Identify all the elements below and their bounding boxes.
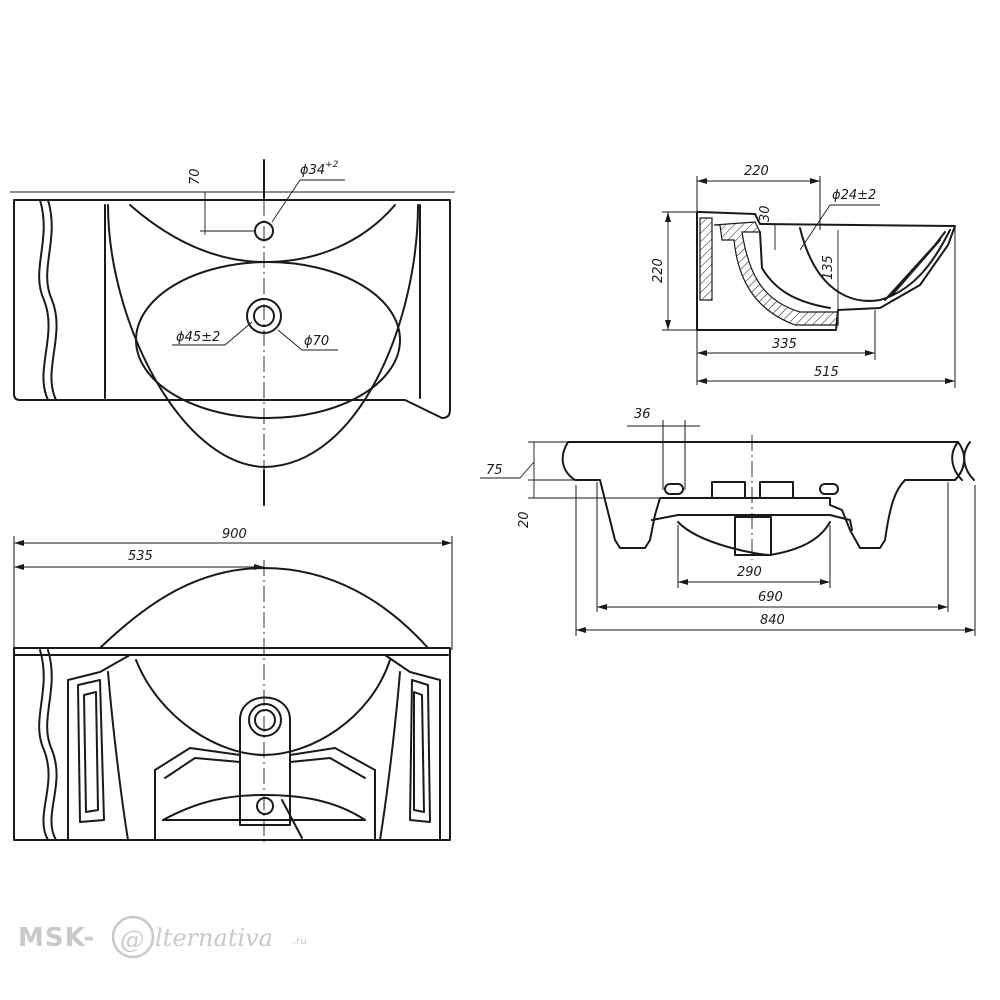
tap-hole-diameter-label: ϕ34+2: [300, 160, 339, 178]
front-break-line-2: [963, 441, 975, 481]
underside-ridge: [651, 514, 853, 531]
slot-height-label: 20: [517, 511, 532, 528]
break-line-left-inner: [38, 199, 50, 401]
front-lip-inner: [891, 239, 941, 296]
right-fixing-slot: [819, 483, 839, 495]
basin-bowl: [135, 261, 401, 419]
tap-hole-offset-label: 70: [188, 168, 203, 185]
rim-height-label: 75: [486, 463, 503, 478]
arrow-height-top: [665, 212, 671, 222]
top-depth-label: 220: [744, 164, 769, 179]
drain-outer-diameter-label: ϕ70: [304, 334, 329, 349]
arrow-depth-left: [697, 178, 707, 184]
left-slot-inner: [83, 691, 99, 813]
watermark-at-ring: [111, 915, 155, 959]
arrow-inner-left: [678, 579, 688, 585]
arrow-overall-left: [697, 378, 707, 384]
arrow-base-left: [576, 627, 586, 633]
section-view: 220 ϕ24±2 30 220 135 335 515: [651, 164, 956, 388]
front-view: 36 75 20 290 690: [480, 407, 976, 636]
section-outline: [696, 211, 956, 331]
basin-outline: [13, 199, 451, 419]
arrow-support-left: [597, 604, 607, 610]
left-support-curve: [107, 671, 129, 841]
front-lip: [884, 231, 946, 301]
break-line-left: [46, 199, 58, 401]
inner-wall-lines: [154, 769, 376, 841]
bowl-wall-section: [713, 221, 839, 326]
arrow-support-right: [938, 604, 948, 610]
left-slot: [77, 679, 105, 823]
tap-deck-curve: [129, 204, 396, 263]
drain-outer-leader: [277, 329, 303, 351]
right-pedestal: [384, 654, 441, 841]
arrow-offset-left: [14, 564, 24, 570]
base-width-label: 840: [760, 613, 785, 628]
arrow-bowl-right: [865, 350, 875, 356]
overall-depth-label: 515: [814, 365, 839, 380]
bowl-depth-label: 135: [821, 255, 836, 280]
front-outline: [561, 441, 966, 549]
tap-hole-underside: [256, 797, 274, 815]
arrow-right: [442, 540, 452, 546]
arrow-overall-right: [945, 378, 955, 384]
inner-width-label: 290: [737, 565, 762, 580]
right-slot-inner: [413, 691, 425, 813]
inner-top-edge-2: [164, 757, 366, 779]
arrow-depth-right: [810, 178, 820, 184]
break-line-bottom-inner: [38, 649, 50, 841]
right-support-curve: [379, 671, 401, 841]
center-offset-label: 535: [128, 549, 153, 564]
watermark: MSK- @ lternativa .ru: [18, 915, 307, 959]
left-tap-pillar: [711, 481, 746, 499]
drain-boss-inner: [254, 709, 276, 731]
leg-width-label: 36: [634, 407, 651, 422]
watermark-suffix: lternativa: [155, 924, 273, 952]
overflow-diameter-label: ϕ24±2: [832, 188, 876, 203]
top-view: 70 ϕ34+2 ϕ45±2 ϕ70: [10, 159, 455, 506]
left-pedestal: [67, 654, 131, 841]
bottom-outline: [13, 647, 451, 841]
watermark-prefix: MSK-: [18, 923, 95, 953]
arrow-base-right: [965, 627, 975, 633]
underside-bowl: [677, 521, 831, 556]
drain-boss: [239, 696, 291, 826]
overflow-offset-label: 30: [758, 205, 773, 222]
arrow-bowl-left: [697, 350, 707, 356]
overflow-channel: [759, 231, 831, 309]
watermark-at: @: [120, 926, 144, 954]
arrow-left: [14, 540, 24, 546]
left-fixing-slot: [664, 483, 684, 495]
right-slot: [409, 679, 431, 823]
bowl-underside: [135, 659, 391, 756]
bowl-inner-curve: [799, 227, 951, 302]
support-width-label: 690: [758, 590, 783, 605]
overall-width-label: 900: [222, 527, 247, 542]
basin-bowl-rim: [107, 204, 419, 468]
arrow-inner-right: [820, 579, 830, 585]
drain-leader: [224, 321, 253, 346]
break-line-bottom: [46, 649, 58, 841]
drain-housing: [734, 516, 772, 556]
front-break-line: [951, 441, 963, 481]
inner-top-edge: [154, 747, 376, 771]
drain-diameter-label: ϕ45±2: [176, 330, 220, 345]
arrow-height-bottom: [665, 320, 671, 330]
tap-hole-leader: [271, 179, 301, 223]
overflow-rib: [281, 799, 303, 839]
bowl-length-label: 335: [772, 337, 797, 352]
watermark-domain: .ru: [293, 936, 307, 947]
drain-boss-outer: [248, 703, 282, 737]
bottom-view: 900 535: [13, 527, 453, 845]
right-tap-pillar: [759, 481, 794, 499]
height-label: 220: [651, 258, 666, 283]
back-wall-section: [699, 217, 713, 301]
rim-height-leader-slope: [519, 461, 535, 479]
